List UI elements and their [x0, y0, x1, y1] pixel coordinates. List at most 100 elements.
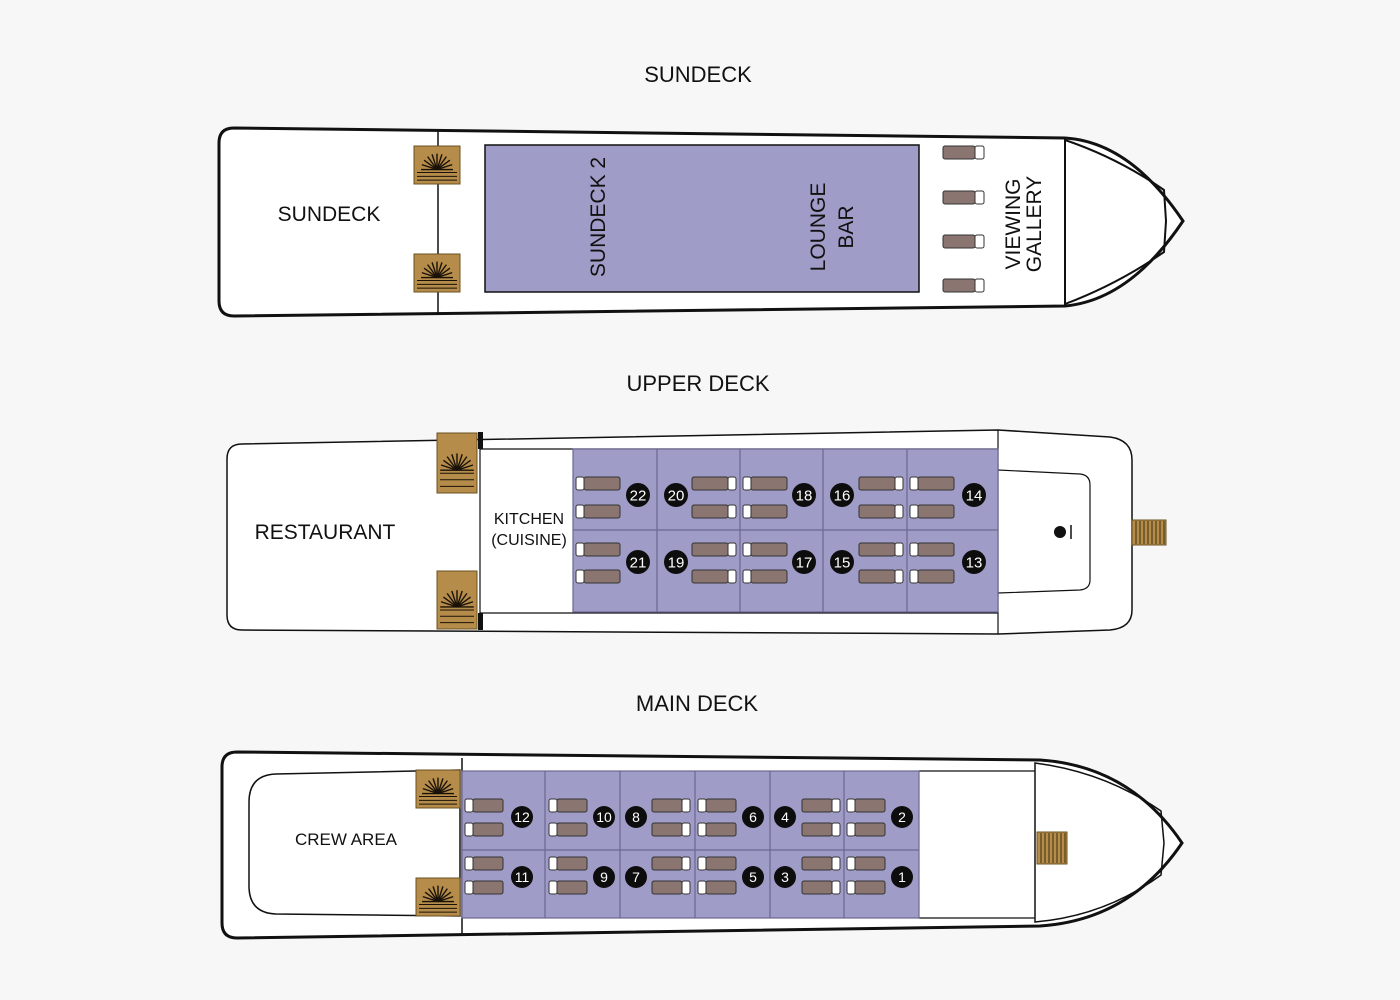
- bed-pillow: [548, 880, 558, 895]
- gangway-frame: [1036, 831, 1068, 865]
- bed-mattress: [583, 542, 621, 557]
- bed-icon: [651, 798, 691, 813]
- staircase-ray: [436, 262, 443, 278]
- bed-pillow: [831, 856, 841, 871]
- cabin-number-badge: 8: [625, 806, 647, 828]
- cabin: 8: [625, 798, 691, 837]
- badge-circle: [664, 483, 688, 507]
- bed-pillow: [575, 476, 585, 491]
- bed-icon: [858, 542, 904, 557]
- staircase-ray: [456, 459, 472, 471]
- bed-mattress: [917, 569, 955, 584]
- cabin-number: 20: [668, 487, 685, 504]
- bed-pillow: [697, 822, 707, 837]
- staircase-ray: [424, 891, 439, 903]
- cabin: 17: [742, 542, 816, 584]
- bed-icon: [464, 798, 504, 813]
- chair-back: [974, 234, 985, 249]
- cabin-number: 2: [898, 809, 906, 825]
- bed-pillow: [681, 880, 691, 895]
- staircase-ray: [440, 464, 458, 471]
- cabin-number: 8: [632, 809, 640, 825]
- staircase-ray: [427, 264, 438, 278]
- bed-mattress: [858, 504, 896, 519]
- crew-area-outline: [248, 769, 461, 917]
- bed-pillow: [909, 476, 919, 491]
- staircase-ray: [456, 601, 474, 608]
- bed-pillow: [742, 542, 752, 557]
- cabin-number: 13: [966, 554, 983, 571]
- cabin-number-badge: 10: [593, 806, 615, 828]
- staircase-ray: [456, 592, 468, 608]
- bed-pillow: [681, 798, 691, 813]
- staircase-ray: [428, 888, 439, 902]
- bed-icon: [742, 542, 788, 557]
- cabin-number-badge: 16: [830, 483, 854, 507]
- cabin: 16: [830, 476, 904, 519]
- badge-circle: [742, 806, 764, 828]
- chair-seat: [942, 145, 976, 160]
- staircase-ray: [422, 787, 439, 795]
- badge-circle: [664, 550, 688, 574]
- badge-circle: [593, 806, 615, 828]
- cabin-number-badge: 4: [774, 806, 796, 828]
- cabin-number: 14: [966, 487, 983, 504]
- staircase-ray: [446, 592, 458, 608]
- cabin-number-badge: 14: [962, 483, 986, 507]
- staircase-ray: [437, 780, 448, 794]
- bed-icon: [846, 798, 886, 813]
- bed-icon: [464, 880, 504, 895]
- cabin-number: 15: [834, 554, 851, 571]
- bed-mattress: [583, 569, 621, 584]
- cabin-number-badge: 5: [742, 866, 764, 888]
- bed-pillow: [846, 798, 856, 813]
- deck-chair-icon: [942, 234, 985, 249]
- staircase-ray: [451, 590, 458, 608]
- cabin-number-badge: 15: [830, 550, 854, 574]
- cabin-number: 7: [632, 869, 640, 885]
- deck-chair-icon: [942, 190, 985, 205]
- staircase-ray: [436, 264, 447, 278]
- badge-circle: [792, 550, 816, 574]
- bar-label: BAR: [835, 205, 858, 248]
- bed-icon: [575, 542, 621, 557]
- bed-pillow: [846, 856, 856, 871]
- staircase-ray: [427, 156, 438, 170]
- sundeck-2-area: [484, 144, 920, 293]
- staircase-ray: [421, 163, 438, 171]
- bed-mattress: [651, 822, 683, 837]
- bed-icon: [909, 569, 955, 584]
- staircase-ray: [436, 267, 451, 279]
- bed-icon: [691, 476, 737, 491]
- bed-mattress: [801, 856, 833, 871]
- wall-segment: [478, 432, 483, 449]
- badge-circle: [626, 550, 650, 574]
- bed-mattress: [651, 798, 683, 813]
- cabin-number: 21: [630, 554, 647, 571]
- lounge-label: LOUNGE: [807, 183, 830, 272]
- bed-mattress: [556, 798, 588, 813]
- staircase-ray: [432, 886, 439, 902]
- bed-icon: [846, 856, 886, 871]
- bed-icon: [858, 476, 904, 491]
- cabin: 19: [664, 542, 737, 584]
- sundeck-2-label: SUNDECK 2: [587, 157, 610, 277]
- bed-pillow: [697, 856, 707, 871]
- staircase-ray: [436, 156, 447, 170]
- bed-pillow: [742, 569, 752, 584]
- staircase-ray: [456, 464, 474, 471]
- viewing-label: VIEWING: [1002, 178, 1025, 269]
- cabin-number: 22: [630, 487, 647, 504]
- bed-icon: [548, 822, 588, 837]
- bed-mattress: [854, 856, 886, 871]
- bed-mattress: [556, 822, 588, 837]
- staircase-ray: [456, 454, 463, 471]
- staircase-ray: [437, 778, 444, 794]
- cabin-number-badge: 2: [891, 806, 913, 828]
- bed-pillow: [727, 542, 737, 557]
- bed-mattress: [691, 476, 729, 491]
- bed-icon: [691, 569, 737, 584]
- bed-mattress: [917, 476, 955, 491]
